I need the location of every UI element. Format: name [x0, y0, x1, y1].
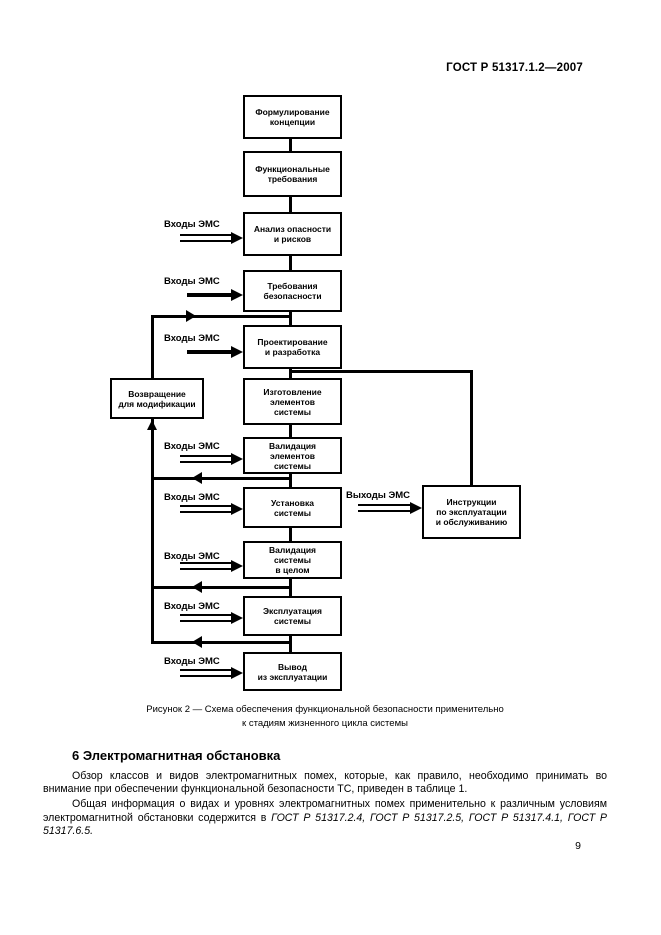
flowchart-box-return-modification: Возвращение для модификации [110, 378, 204, 419]
flowchart-box-analysis: Анализ опасности и рисков [243, 212, 342, 256]
arrow-right-icon [231, 503, 243, 515]
flowchart-box-operation: Эксплуатация системы [243, 596, 342, 636]
emc-inputs-label: Входы ЭМС [164, 219, 220, 230]
flow-connector [289, 196, 292, 212]
arrow-right-icon [231, 289, 243, 301]
emc-double-arrow [180, 614, 231, 622]
flow-connector [289, 311, 292, 325]
instructions-branch-line [470, 370, 473, 485]
emc-double-arrow [180, 505, 231, 513]
emc-inputs-label: Входы ЭМС [164, 551, 220, 562]
flow-connector [289, 255, 292, 270]
arrow-right-icon [231, 667, 243, 679]
arrow-left-icon [192, 581, 202, 593]
emc-inputs-label: Входы ЭМС [164, 601, 220, 612]
emc-double-arrow [180, 669, 231, 677]
arrow-right-icon [231, 232, 243, 244]
flowchart-box-instructions: Инструкции по эксплуатации и обслуживани… [422, 485, 521, 539]
feedback-line [151, 477, 292, 480]
flowchart-box-validation-elements: Валидация элементов системы [243, 437, 342, 474]
page-number: 9 [575, 840, 581, 852]
emc-solid-arrow [187, 293, 231, 297]
arrow-right-icon [231, 346, 243, 358]
emc-double-arrow [180, 562, 231, 570]
flow-connector [289, 368, 292, 378]
feedback-trunk-lower [151, 419, 154, 644]
paragraph: Общая информация о видах и уровнях элект… [43, 798, 607, 838]
instructions-branch-line [289, 370, 473, 373]
feedback-trunk-upper [151, 315, 154, 378]
flowchart-box-installation: Установка системы [243, 487, 342, 528]
emc-inputs-label: Входы ЭМС [164, 492, 220, 503]
emc-inputs-label: Входы ЭМС [164, 276, 220, 287]
flowchart-box-manufacture: Изготовление элементов системы [243, 378, 342, 425]
emc-outputs-label: Выходы ЭМС [346, 490, 411, 501]
flowchart-box-functional: Функциональные требования [243, 151, 342, 197]
paragraph-text: Общая информация о видах и уровнях элект… [43, 798, 607, 824]
flow-connector [289, 527, 292, 541]
arrow-right-icon [231, 453, 243, 465]
page-header: ГОСТ Р 51317.1.2—2007 [446, 62, 583, 74]
arrow-right-icon [410, 502, 422, 514]
flowchart-box-safety-requirements: Требования безопасности [243, 270, 342, 312]
arrow-right-icon [231, 612, 243, 624]
emc-double-arrow [358, 504, 410, 512]
feedback-line [151, 641, 292, 644]
arrow-left-icon [192, 472, 202, 484]
flow-connector [289, 473, 292, 487]
flowchart-box-design: Проектирование и разработка [243, 325, 342, 369]
arrow-up-icon [147, 420, 157, 430]
flow-connector [289, 138, 292, 151]
arrow-right-icon [186, 310, 196, 322]
paragraph: Обзор классов и видов электромагнитных п… [43, 770, 607, 796]
emc-inputs-label: Входы ЭМС [164, 441, 220, 452]
gost-references: ГОСТ Р 51317.2.4, ГОСТ Р 51317.2.5, ГОСТ… [43, 811, 607, 837]
flowchart-box-validation-system: Валидация системы в целом [243, 541, 342, 579]
figure-caption: Рисунок 2 — Схема обеспечения функционал… [146, 704, 504, 729]
flowchart-box-concept: Формулирование концепции [243, 95, 342, 139]
emc-double-arrow [180, 234, 231, 242]
emc-double-arrow [180, 455, 231, 463]
feedback-return-line [151, 315, 291, 318]
feedback-line [151, 586, 292, 589]
section-heading: 6 Электромагнитная обстановка [72, 748, 281, 763]
arrow-left-icon [192, 636, 202, 648]
flow-connector [289, 424, 292, 437]
body-text: Обзор классов и видов электромагнитных п… [43, 770, 607, 838]
emc-inputs-label: Входы ЭМС [164, 333, 220, 344]
emc-inputs-label: Входы ЭМС [164, 656, 220, 667]
arrow-right-icon [231, 560, 243, 572]
flowchart-box-decommission: Вывод из эксплуатации [243, 652, 342, 691]
emc-solid-arrow [187, 350, 231, 354]
